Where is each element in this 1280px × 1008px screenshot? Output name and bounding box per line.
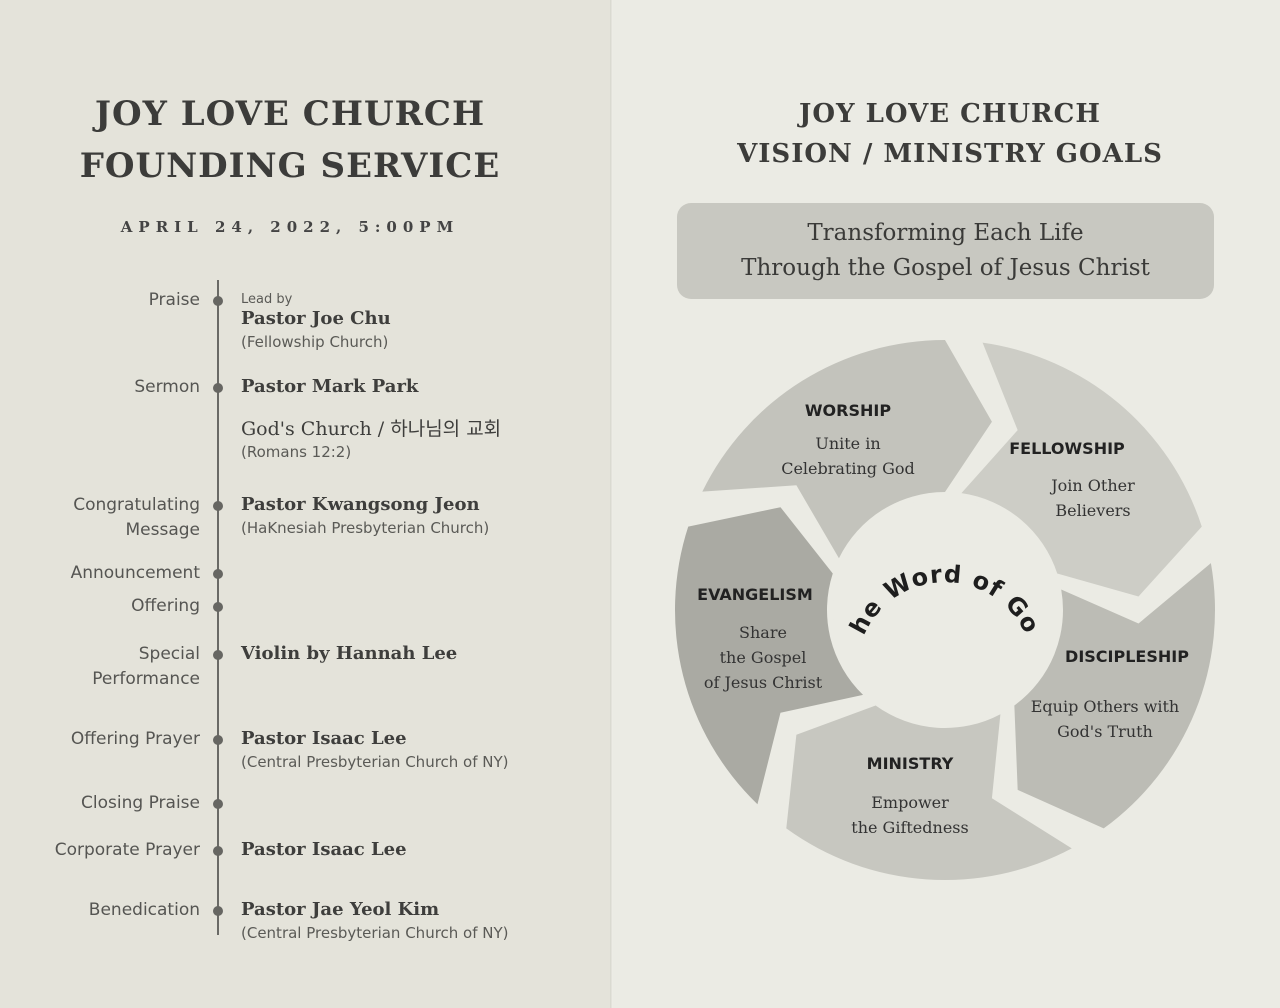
label-line: Performance	[92, 669, 200, 689]
program-item-detail: Pastor Kwangsong Jeon (HaKnesiah Presbyte…	[241, 493, 489, 539]
timeline-dot	[213, 650, 223, 660]
label-line: Closing Praise	[81, 793, 200, 813]
segment-title: MINISTRY	[867, 754, 954, 773]
program-sub: (Romans 12:2)	[241, 443, 352, 461]
timeline-dot	[213, 735, 223, 745]
program-item-label: Closing Praise	[81, 791, 200, 816]
label-line: Congratulating	[73, 495, 200, 515]
segment-description: God's Truth	[1057, 722, 1153, 741]
program-item-detail: Pastor Jae Yeol Kim (Central Presbyterian…	[241, 898, 509, 944]
program-sub: (Central Presbyterian Church of NY)	[241, 753, 509, 771]
segment-description: Celebrating God	[781, 459, 915, 478]
program-sub: (HaKnesiah Presbyterian Church)	[241, 519, 490, 537]
vision-title-line-1: JOY LOVE CHURCH	[799, 99, 1101, 129]
segment-description: Believers	[1055, 501, 1130, 520]
vision-title: JOY LOVE CHURCH VISION / MINISTRY GOALS	[680, 94, 1220, 174]
segment-description: of Jesus Christ	[704, 673, 823, 692]
program-name: Pastor Isaac Lee	[241, 839, 407, 860]
program-sub: (Central Presbyterian Church of NY)	[241, 924, 509, 942]
page-fold	[610, 0, 613, 1008]
program-title: God's Church / 하나님의 교회	[241, 418, 502, 440]
label-line: Special	[138, 644, 200, 664]
timeline-dot	[213, 602, 223, 612]
title-line-2: FOUNDING SERVICE	[79, 146, 501, 186]
segment-worship	[702, 340, 992, 559]
label-line: Offering	[131, 596, 200, 616]
timeline-dot	[213, 799, 223, 809]
program-name: Pastor Joe Chu	[241, 308, 391, 329]
banner-line-1: Transforming Each Life	[807, 220, 1084, 246]
timeline-dot	[213, 906, 223, 916]
segment-evangelism	[675, 507, 864, 805]
segment-title: DISCIPLESHIP	[1065, 647, 1189, 666]
program-item-label: Offering	[131, 594, 200, 619]
program-item-detail: Violin by Hannah Lee	[241, 642, 457, 666]
label-line: Corporate Prayer	[54, 840, 200, 860]
program-lead: Lead by	[241, 292, 293, 307]
segment-title: EVANGELISM	[697, 585, 813, 604]
segment-title: FELLOWSHIP	[1009, 439, 1125, 458]
segment-description: the Gospel	[720, 648, 807, 667]
service-title: JOY LOVE CHURCH FOUNDING SERVICE	[60, 88, 520, 192]
timeline-dot	[213, 846, 223, 856]
label-line: Sermon	[134, 377, 200, 397]
label-line: Benedication	[88, 900, 200, 920]
program-item-detail: Pastor Isaac Lee	[241, 838, 407, 862]
label-line: Message	[125, 520, 200, 540]
vision-banner: Transforming Each Life Through the Gospe…	[677, 203, 1214, 299]
segment-description: Equip Others with	[1031, 697, 1179, 716]
timeline-dot	[213, 569, 223, 579]
program-name: Pastor Kwangsong Jeon	[241, 494, 480, 515]
program-sub: (Fellowship Church)	[241, 333, 389, 351]
left-page	[0, 0, 612, 1008]
program-item-label: Sermon	[134, 375, 200, 400]
program-name: Pastor Isaac Lee	[241, 728, 407, 749]
program-name: Pastor Jae Yeol Kim	[241, 899, 440, 920]
segment-description: Unite in	[815, 434, 880, 453]
label-line: Praise	[148, 290, 200, 310]
program-item-label: Announcement	[71, 561, 200, 586]
timeline-dot	[213, 501, 223, 511]
segment-description: Share	[739, 623, 787, 642]
segment-title: WORSHIP	[805, 401, 891, 420]
program-item-label: Corporate Prayer	[55, 838, 200, 863]
segment-discipleship	[1014, 563, 1215, 829]
label-line: Announcement	[70, 563, 200, 583]
program-name: Violin by Hannah Lee	[241, 643, 458, 664]
label-line: Offering Prayer	[70, 729, 200, 749]
center-circle	[833, 498, 1057, 722]
title-line-1: JOY LOVE CHURCH	[94, 94, 486, 134]
vision-title-line-2: VISION / MINISTRY GOALS	[737, 139, 1163, 169]
segment-description: Empower	[871, 793, 949, 812]
segment-description: the Giftedness	[851, 818, 968, 837]
timeline-dot	[213, 383, 223, 393]
segment-description: Join Other	[1049, 476, 1135, 495]
timeline-dot	[213, 296, 223, 306]
segment-ministry	[786, 705, 1072, 880]
program-item-detail: Pastor Isaac Lee (Central Presbyterian Ch…	[241, 727, 509, 773]
service-date: APRIL 24, 2022, 5:00PM	[120, 218, 460, 236]
program-item-label: Benedication	[89, 898, 200, 923]
program-name: Pastor Mark Park	[241, 376, 419, 397]
program-item-label: Offering Prayer	[71, 727, 200, 752]
program-item-label: Praise	[149, 288, 200, 313]
segment-fellowship	[961, 342, 1202, 597]
banner-line-2: Through the Gospel of Jesus Christ	[741, 255, 1150, 281]
